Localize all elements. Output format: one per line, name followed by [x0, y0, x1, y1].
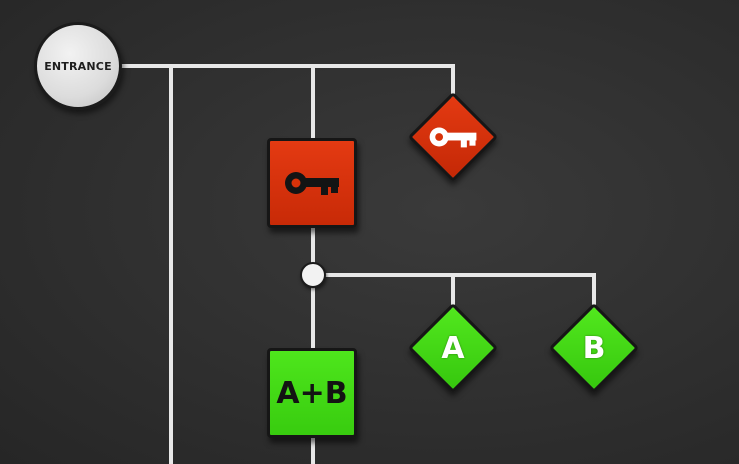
- combo-gate-label: A+B: [276, 375, 348, 411]
- key-icon: [285, 172, 339, 195]
- entrance-label: ENTRANCE: [44, 59, 112, 73]
- switch-a: A: [407, 302, 499, 394]
- key-item: [407, 91, 499, 183]
- entrance-node: ENTRANCE: [34, 22, 122, 110]
- key-lock-room: [267, 138, 357, 228]
- combo-gate-room: A+B: [267, 348, 357, 438]
- switch-a-label: A: [441, 330, 465, 366]
- switch-b: B: [548, 302, 640, 394]
- key-icon: [429, 127, 477, 148]
- junction-node: [300, 262, 326, 288]
- switch-b-label: B: [582, 330, 606, 366]
